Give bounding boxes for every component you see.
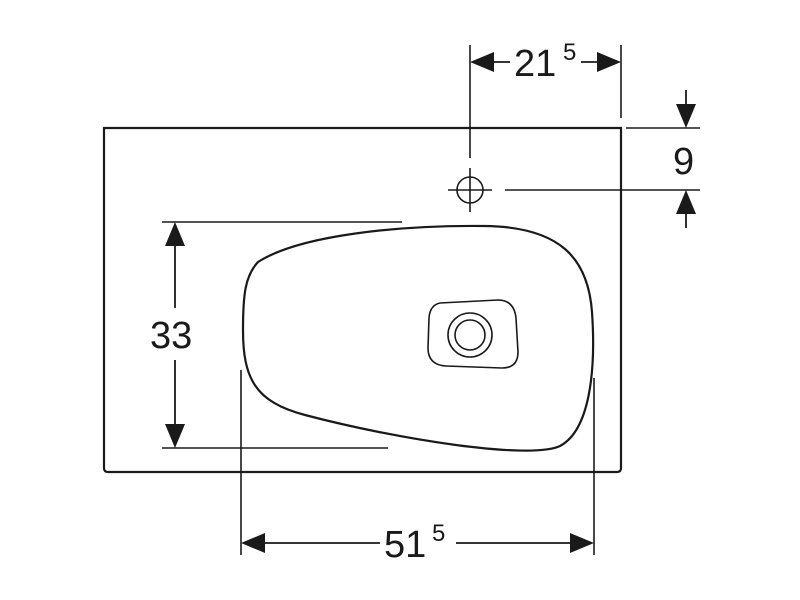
bowl-outline: [241, 224, 595, 452]
basin-outline: [102, 126, 623, 474]
drain-outer-ring: [447, 312, 493, 358]
drain-surround: [427, 299, 519, 369]
tap-offset-superscript: 5: [563, 39, 576, 66]
bowl-width-value: 51: [384, 524, 426, 566]
bowl-depth-value: 33: [150, 315, 192, 357]
dimension-bowl-width: 51 5: [241, 520, 594, 566]
tap-offset-value: 21: [514, 43, 556, 85]
bowl-width-superscript: 5: [432, 520, 445, 547]
dimension-tap-offset: 21 5: [470, 39, 621, 85]
dimension-tap-depth: 9: [673, 90, 696, 228]
drain-inner-ring: [454, 319, 486, 351]
tap-depth-value: 9: [673, 141, 694, 183]
dimension-bowl-depth: 33: [150, 222, 192, 448]
